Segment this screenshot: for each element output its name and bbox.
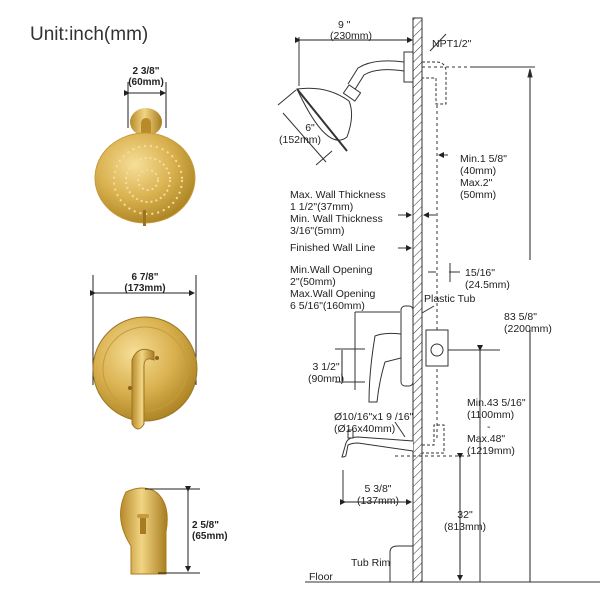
valve-to-spout-label: Min.43 5/16" (1100mm) - Max.48" (1219mm) <box>467 397 526 457</box>
spout-drawing <box>340 421 470 582</box>
valve-trim-dim-mm: (173mm) <box>124 283 166 294</box>
handle-height-mm: (90mm) <box>308 373 345 385</box>
pipe-offset-min: Min.1 5/8" <box>460 153 507 165</box>
valve-depth-mm: (24.5mm) <box>465 279 510 291</box>
valve-depth-label: 15/16" (24.5mm) <box>465 267 510 291</box>
pipe-offset-label: Min.1 5/8" (40mm) Max.2" (50mm) <box>460 153 507 201</box>
wall-opening-max: Max.Wall Opening <box>290 288 376 300</box>
total-height-mm: (2200mm) <box>504 323 552 335</box>
arm-reach-mm: (230mm) <box>330 30 373 42</box>
wall-section <box>305 17 600 583</box>
spout-pipe-in: Ø10/16"x1 9 /16" <box>334 411 414 423</box>
wall-thickness-max-value: 1 1/2"(37mm) <box>290 201 354 213</box>
valve-to-spout-min: Min.43 5/16" <box>467 397 526 409</box>
valve-trim-width-label: 6 7/8" (173mm) <box>115 272 175 294</box>
valve-drawing <box>335 305 500 582</box>
valve-depth-in: 15/16" <box>465 267 496 279</box>
wall-thickness-min: Min. Wall Thickness <box>290 213 383 225</box>
valve-to-spout-min-mm: (1100mm) <box>467 409 515 421</box>
wall-opening-min-value: 2"(50mm) <box>290 276 336 288</box>
showerhead-dim-in: 2 3/8" <box>132 66 160 77</box>
spout-reach-in: 5 3/8" <box>364 483 392 495</box>
total-height-in: 83 5/8" <box>504 311 537 323</box>
spout-height-label: 32" (813mm) <box>444 509 486 533</box>
floor-label: Floor <box>309 571 333 583</box>
finished-wall-label: Finished Wall Line <box>290 242 376 254</box>
valve-trim-dim-in: 6 7/8" <box>131 272 159 283</box>
valve-to-spout-max: Max.48" <box>467 433 506 445</box>
pipe-offset-min-mm: (40mm) <box>460 165 497 177</box>
showerhead-dim-mm: (60mm) <box>128 77 164 88</box>
handle-height-in: 3 1/2" <box>312 361 340 373</box>
valve-trim-product <box>90 275 198 430</box>
arm-reach-label: 9 " <box>338 19 350 31</box>
valve-to-spout-max-mm: (1219mm) <box>467 445 515 457</box>
pipe-offset-max: Max.2" <box>460 177 493 189</box>
total-height-label: 83 5/8" (2200mm) <box>504 311 552 335</box>
shower-arm-drawing <box>277 33 535 582</box>
tub-spout-product <box>120 486 200 575</box>
tub-spout-dim-mm: (65mm) <box>192 531 228 542</box>
spout-reach-label: 5 3/8" (137mm) <box>357 483 399 507</box>
showerhead-width-label: 2 3/8" (60mm) <box>126 66 166 88</box>
showerhead-product <box>94 82 196 226</box>
tub-spout-height-label: 2 5/8" (65mm) <box>192 520 236 542</box>
tub-rim-label: Tub Rim <box>351 557 391 569</box>
head-diameter-mm: (152mm) <box>279 134 322 146</box>
wall-thickness-max: Max. Wall Thickness <box>290 189 386 201</box>
wall-opening-max-value: 6 5/16"(160mm) <box>290 300 365 312</box>
plastic-tub-label: Plastic Tub <box>424 293 476 305</box>
spout-pipe-mm: (Ø16x40mm) <box>334 423 396 435</box>
head-diameter-in: 6" <box>305 122 315 134</box>
unit-title: Unit:inch(mm) <box>30 24 149 45</box>
pipe-offset-max-mm: (50mm) <box>460 189 497 201</box>
handle-height-label: 3 1/2" (90mm) <box>308 361 344 385</box>
arm-reach-in: 9 " <box>338 19 351 31</box>
spout-reach-mm: (137mm) <box>357 495 400 507</box>
head-diameter-label: 6" <box>290 122 330 134</box>
wall-opening-min: Min.Wall Opening <box>290 264 373 276</box>
spout-pipe-label: Ø10/16"x1 9 /16" (Ø16x40mm) <box>334 411 413 435</box>
valve-to-spout-sep: - <box>487 421 491 433</box>
wall-thickness-label: Max. Wall Thickness 1 1/2"(37mm) Min. Wa… <box>290 189 386 237</box>
spout-height-mm: (813mm) <box>444 521 487 533</box>
spout-height-in: 32" <box>457 509 473 521</box>
wall-thickness-min-value: 3/16"(5mm) <box>290 225 345 237</box>
npt-connection-label: NPT1/2" <box>432 38 472 50</box>
wall-opening-label: Min.Wall Opening 2"(50mm) Max.Wall Openi… <box>290 264 375 312</box>
tub-spout-dim-in: 2 5/8" <box>192 520 219 531</box>
